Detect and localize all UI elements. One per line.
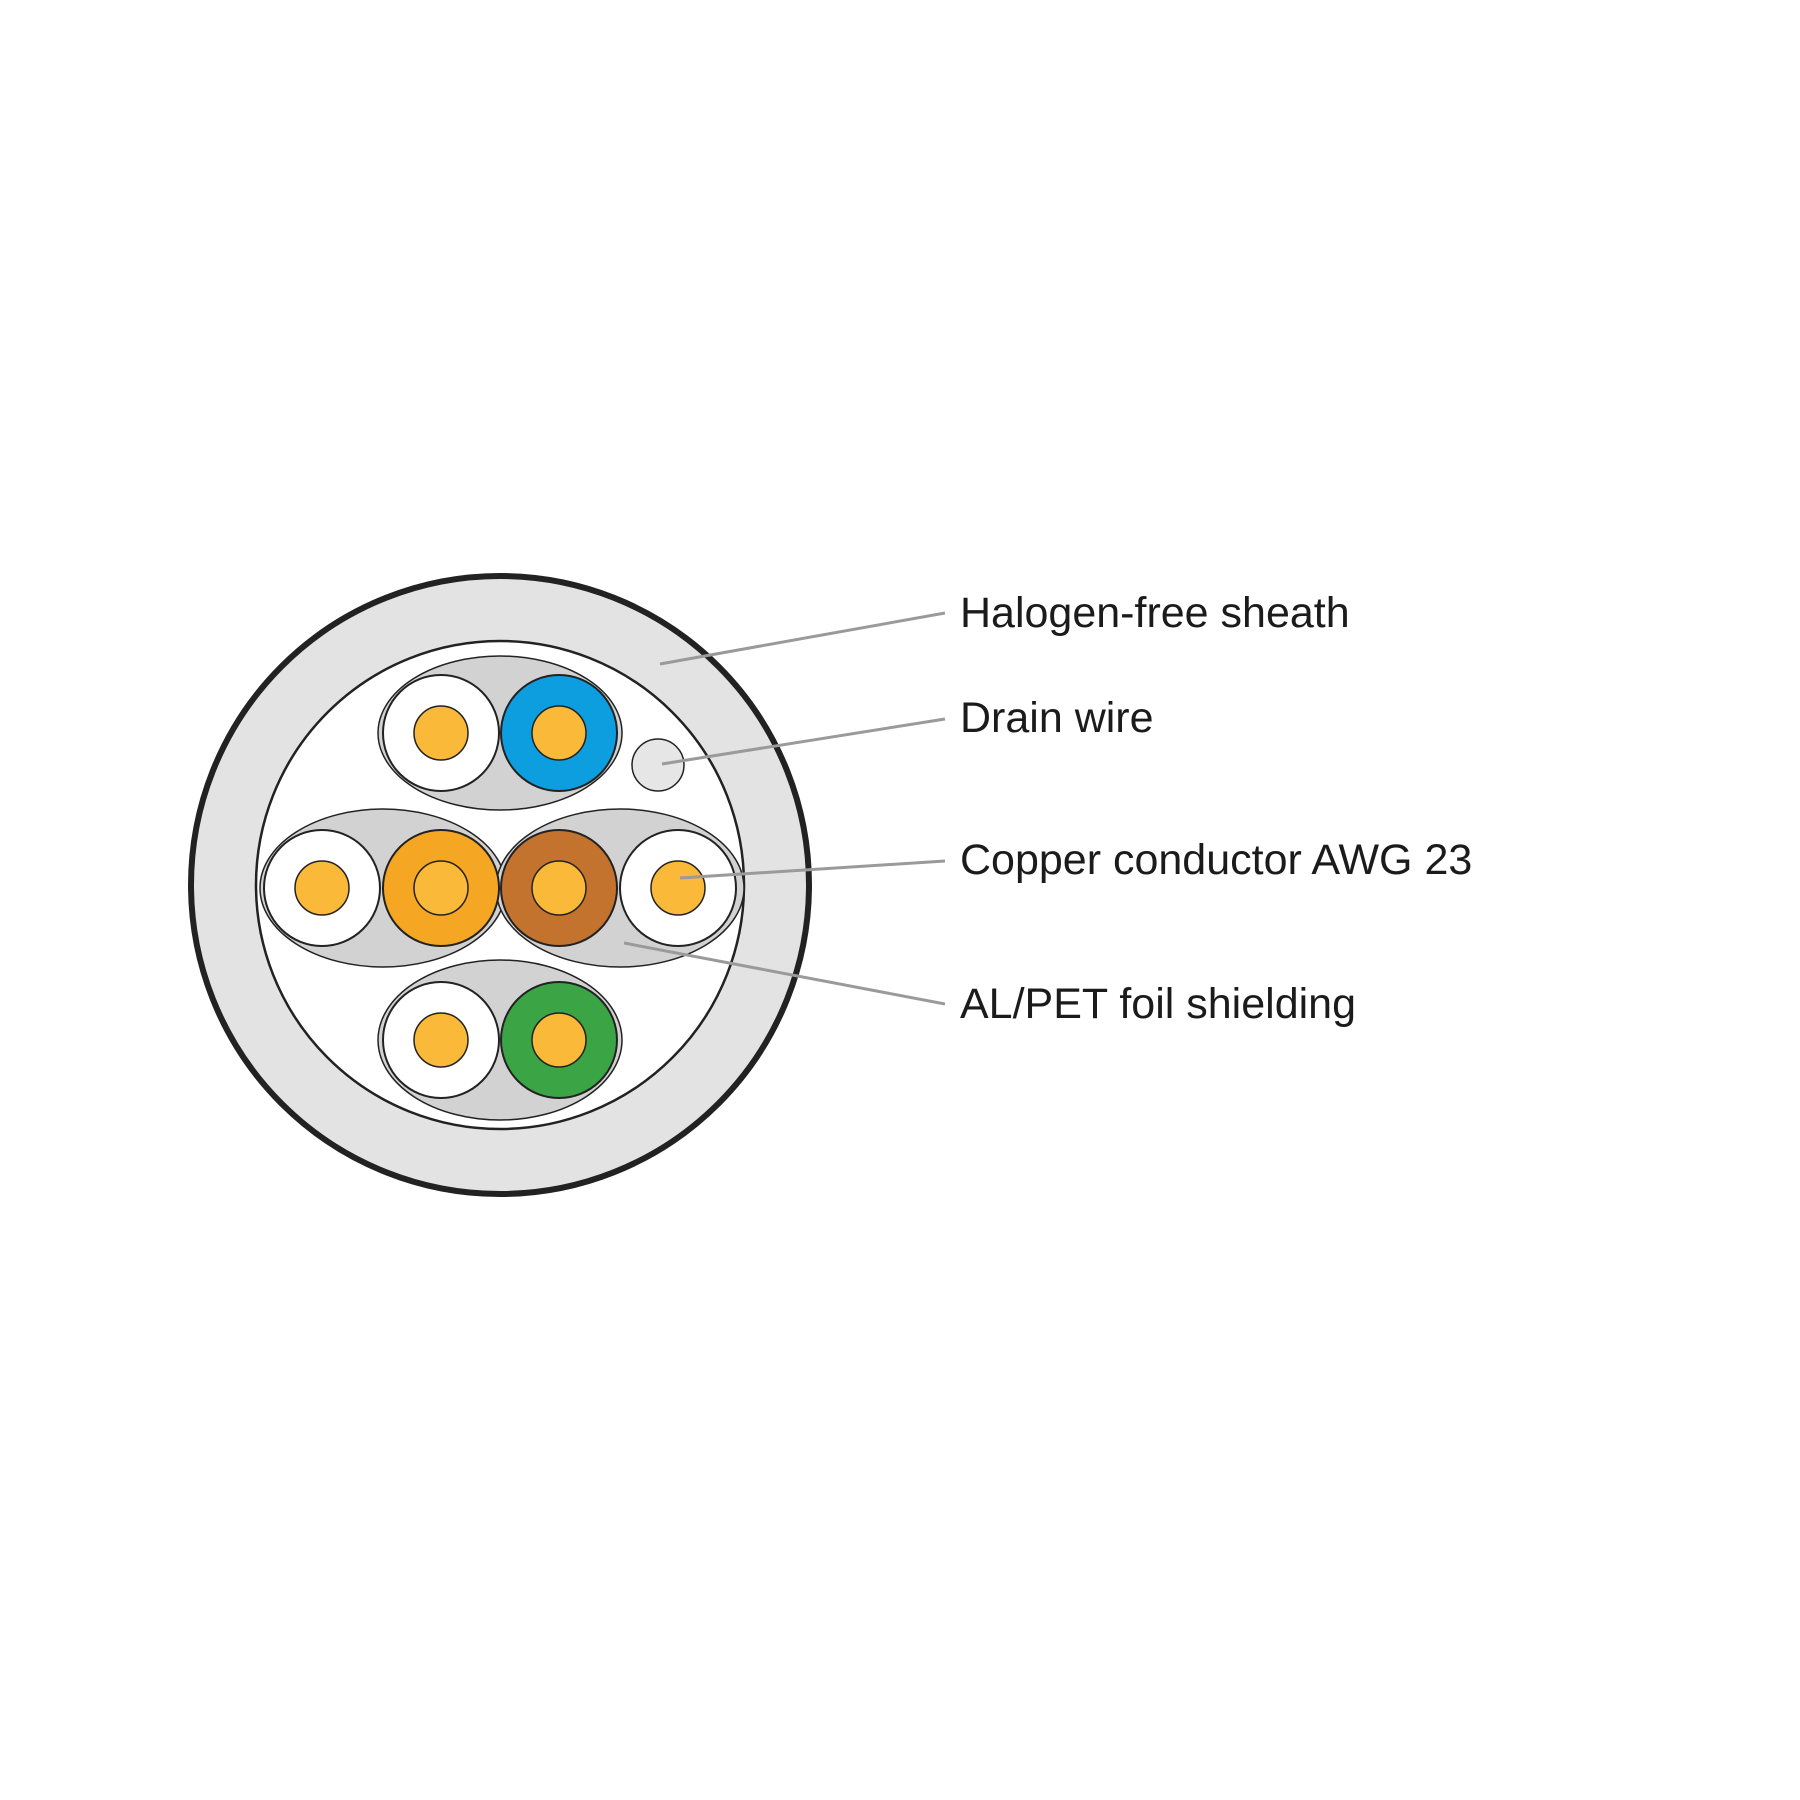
label-foil-shielding: AL/PET foil shielding: [960, 980, 1356, 1028]
conductor-white-orange: [263, 829, 381, 947]
leader-line-drain-wire: [661, 717, 946, 766]
label-copper-conductor: Copper conductor AWG 23: [960, 836, 1472, 884]
drain-wire: [631, 738, 685, 792]
leader-line-shielding: [623, 941, 946, 1006]
label-halogen-free-sheath: Halogen-free sheath: [960, 589, 1350, 637]
conductor-orange: [382, 829, 500, 947]
conductor-green: [500, 981, 618, 1099]
leader-lines: [623, 611, 946, 1006]
conductor-white-blue: [382, 674, 500, 792]
conductors: [263, 674, 737, 1099]
conductor-white-brown: [619, 829, 737, 947]
label-drain-wire: Drain wire: [960, 694, 1154, 742]
conductor-brown: [500, 829, 618, 947]
leader-line-conductor: [679, 859, 946, 880]
conductor-blue: [500, 674, 618, 792]
leader-line-sheath: [659, 611, 946, 666]
conductor-white-green: [382, 981, 500, 1099]
